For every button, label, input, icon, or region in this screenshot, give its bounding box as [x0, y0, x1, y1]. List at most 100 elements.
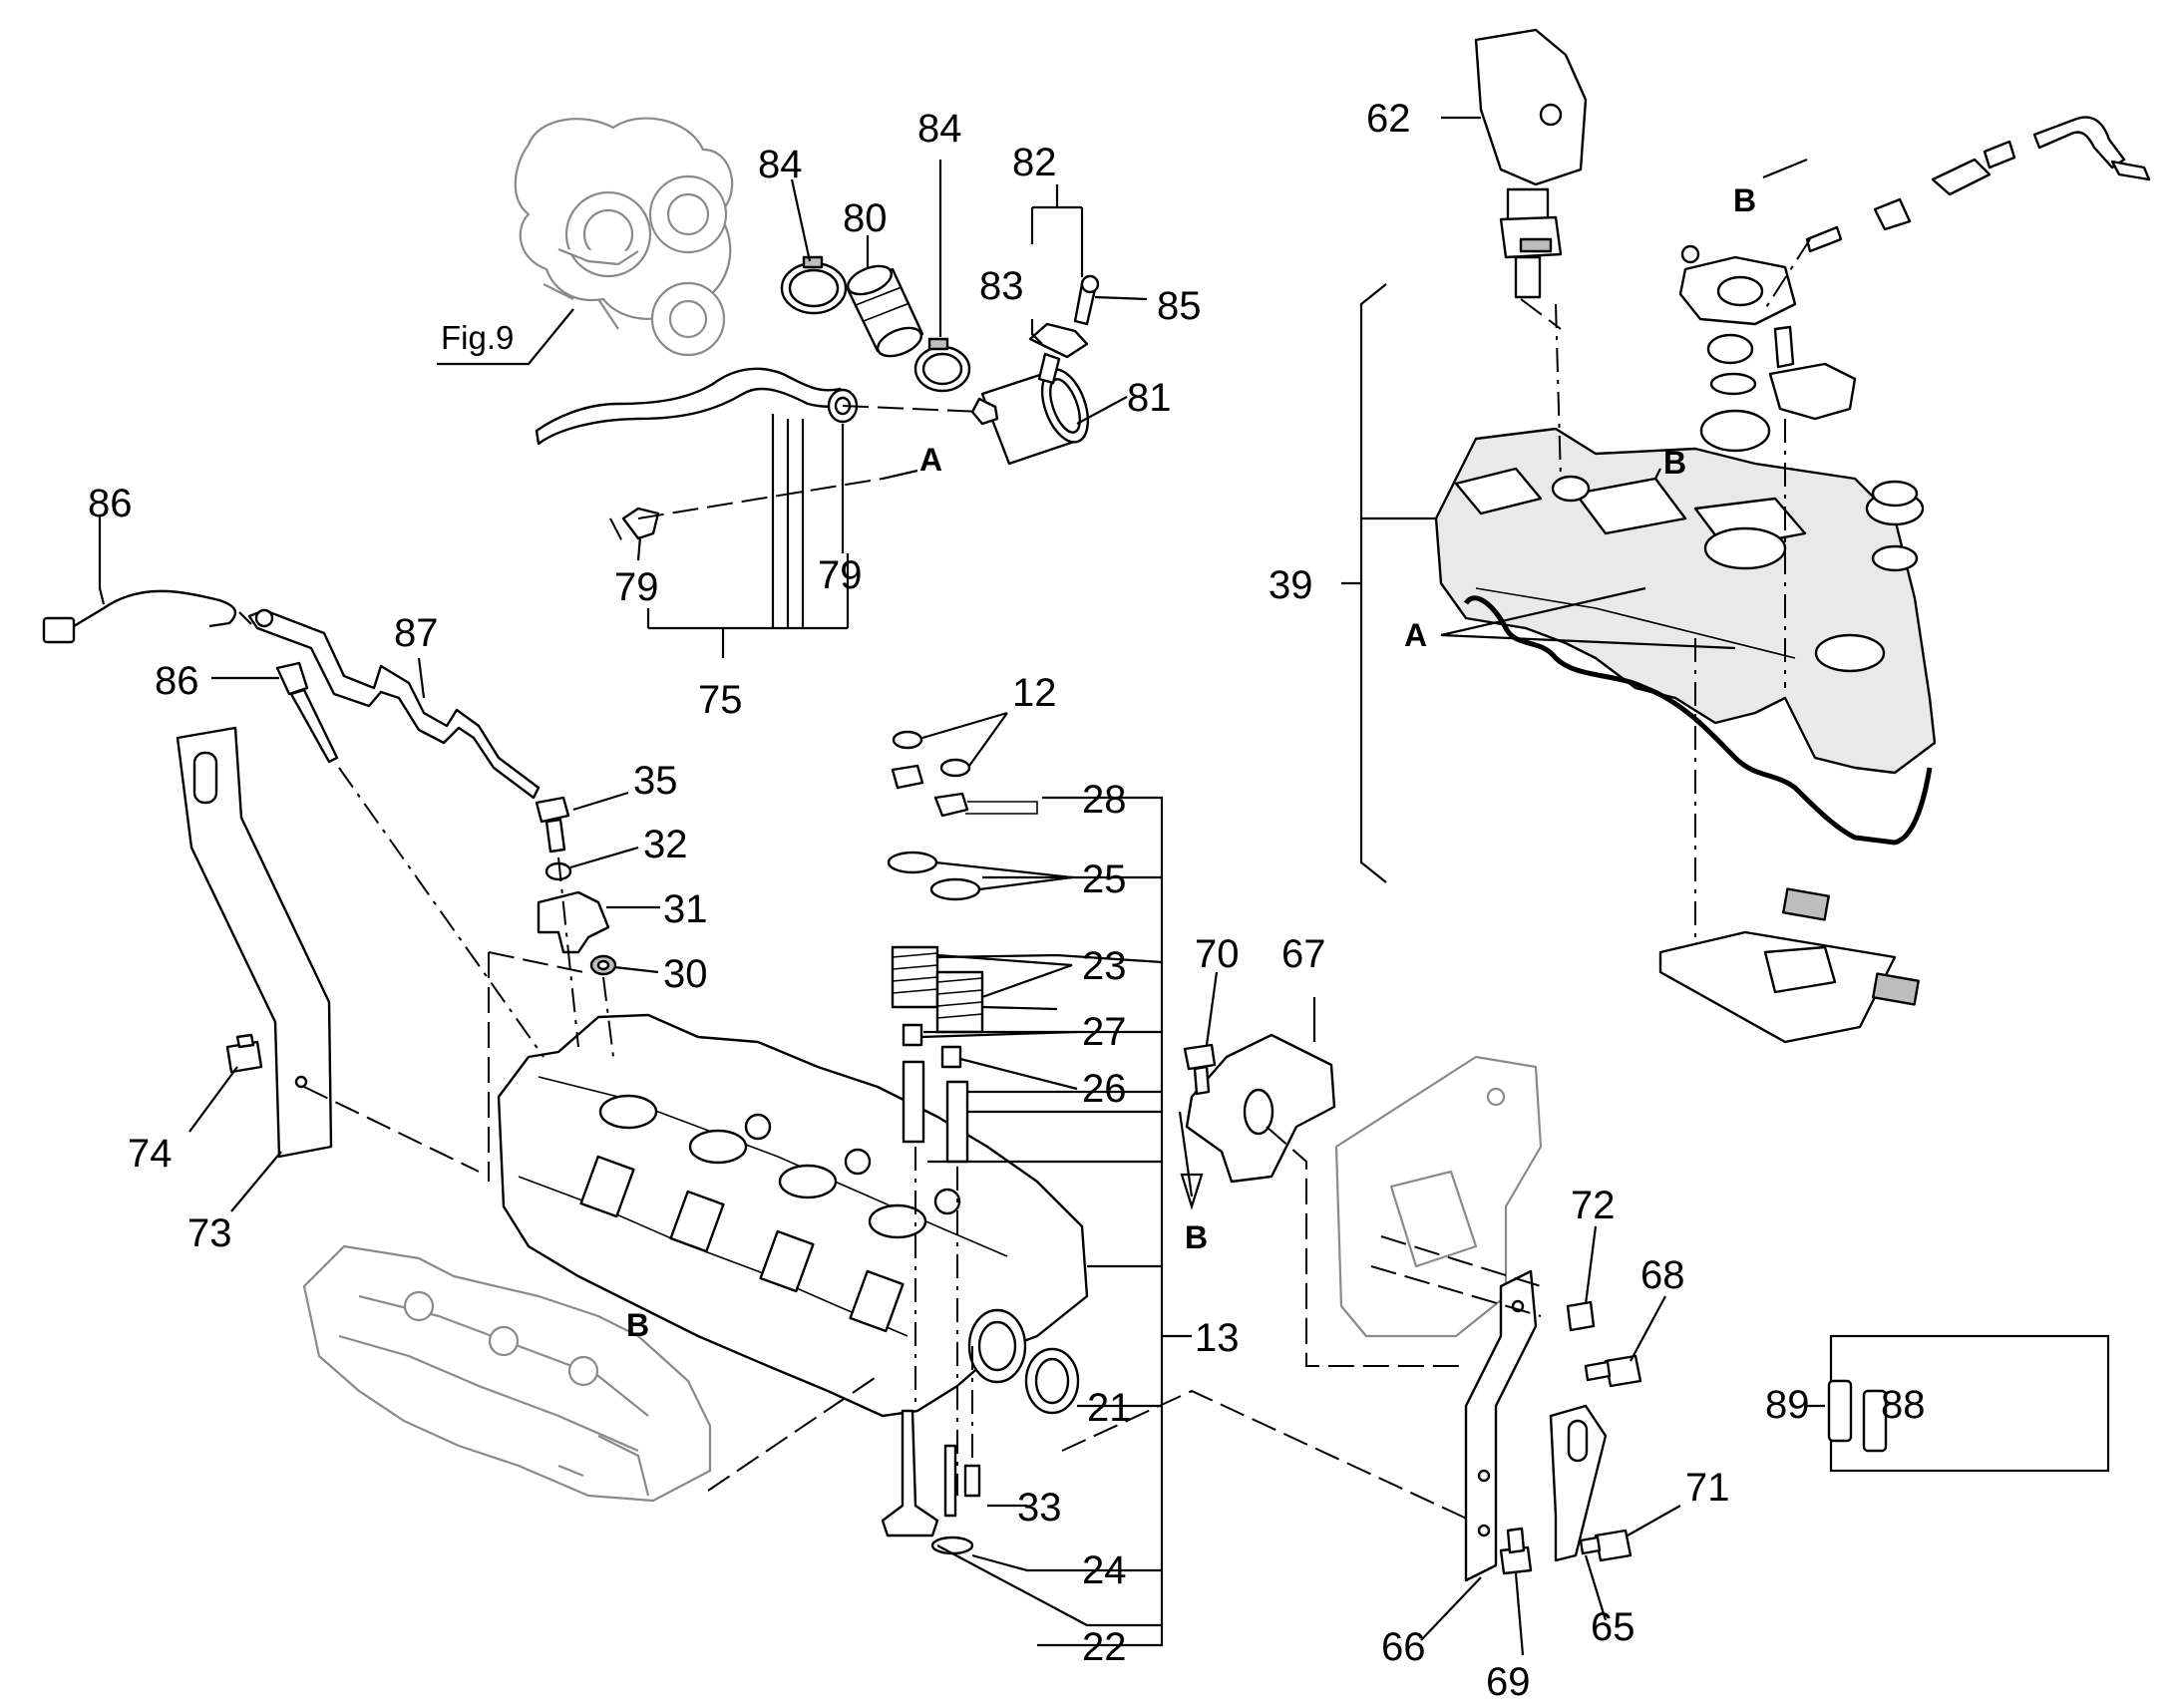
bolt-69 [1499, 1527, 1533, 1575]
label-22: 22 [1082, 1625, 1127, 1669]
label-66: 66 [1381, 1625, 1426, 1669]
label-87: 87 [394, 611, 439, 655]
marker-a-hose: A [919, 442, 942, 478]
label-83: 83 [979, 264, 1024, 308]
seal-21 [1024, 1347, 1080, 1415]
hose-clamp-84-right [913, 337, 971, 393]
hose-clamp-84-left [780, 255, 848, 315]
valve-spring-23-right [935, 970, 984, 1034]
label-80: 80 [843, 196, 888, 240]
valve-guide-26 [902, 1045, 969, 1164]
rocker-bridge-31 [537, 890, 610, 954]
label-70: 70 [1195, 932, 1240, 976]
valve-spring-23-left [891, 945, 939, 1009]
intake-manifold-ghost [302, 1244, 712, 1503]
label-23: 23 [1082, 944, 1127, 988]
valve-keepers-12 [892, 730, 971, 778]
label-35: 35 [633, 759, 678, 803]
bolt-74 [225, 1033, 263, 1074]
label-81: 81 [1127, 376, 1172, 420]
label-21: 21 [1087, 1386, 1132, 1430]
reference-markers: A B A B B B [626, 182, 1756, 1343]
label-68: 68 [1640, 1253, 1685, 1297]
part-labels: 84 84 80 82 83 85 81 79 79 75 86 86 87 3… [88, 97, 1926, 1704]
marker-b-top: B [1733, 182, 1756, 218]
oil-filler-cap [1865, 480, 1925, 572]
glow-plug-86 [275, 661, 339, 764]
label-75: 75 [698, 678, 743, 722]
oil-separator-plate [1658, 887, 1920, 1044]
label-13: 13 [1195, 1316, 1240, 1360]
valve-seal-27 [902, 1023, 923, 1047]
label-27: 27 [1082, 1010, 1127, 1054]
connector-lines [303, 238, 1811, 1522]
label-33: 33 [1017, 1486, 1062, 1530]
figure-reference: Fig.9 [437, 308, 574, 366]
connector-bus-87 [247, 608, 541, 800]
label-62: 62 [1366, 97, 1411, 141]
sensor-under-62 [1499, 187, 1563, 299]
hose-assembly-75 [535, 367, 859, 540]
marker-b-bracket: B [1185, 1219, 1208, 1255]
label-32: 32 [643, 823, 688, 866]
label-30: 30 [663, 952, 708, 996]
label-79-left: 79 [614, 565, 659, 609]
label-73: 73 [187, 1211, 232, 1255]
label-85: 85 [1157, 284, 1202, 328]
label-26: 26 [1082, 1067, 1127, 1111]
dowel-33 [963, 1464, 981, 1498]
spring-seat-25 [887, 851, 981, 901]
cylinder-head-13 [497, 1013, 1089, 1418]
marker-b-cover: B [1663, 445, 1686, 481]
hose-sleeve-80 [846, 264, 924, 358]
bolt-35 [535, 796, 570, 854]
label-67: 67 [1281, 932, 1326, 976]
bolt-68 [1584, 1354, 1642, 1388]
breather-assembly [1678, 244, 1797, 453]
bracket-65 [1549, 1404, 1608, 1562]
label-88: 88 [1881, 1383, 1926, 1427]
label-86-lower: 86 [155, 659, 199, 703]
label-12: 12 [1012, 671, 1057, 715]
bolt-71 [1579, 1529, 1633, 1562]
label-24: 24 [1082, 1548, 1127, 1592]
turbocharger-ghost [514, 117, 734, 357]
label-79-right: 79 [818, 553, 863, 597]
label-71: 71 [1685, 1466, 1730, 1510]
nut-72 [1566, 1300, 1596, 1332]
valve-cover-39 [1434, 427, 1937, 775]
label-25: 25 [1082, 857, 1127, 901]
label-39: 39 [1269, 563, 1313, 607]
mounting-plate-66 [1464, 1269, 1538, 1582]
valve-22 [881, 1409, 939, 1537]
oil-level-sensor [1768, 325, 1857, 421]
breather-hose-b [1805, 116, 2151, 253]
washer-30 [589, 954, 617, 976]
front-bracket-ghost [1334, 1055, 1543, 1338]
leader-lines [98, 116, 1880, 1656]
label-89: 89 [1765, 1383, 1810, 1427]
fig-9-label: Fig.9 [441, 319, 514, 356]
cover-gasket [1463, 595, 1933, 846]
label-69: 69 [1486, 1660, 1531, 1704]
marker-b-manifold: B [626, 1307, 649, 1343]
pipe-81-with-sensor [970, 274, 1100, 466]
valve-24 [930, 1444, 974, 1555]
label-31: 31 [663, 887, 708, 931]
lifting-bracket-73 [176, 726, 333, 1159]
label-84-right: 84 [917, 107, 962, 151]
label-82: 82 [1012, 141, 1057, 184]
label-65: 65 [1591, 1605, 1635, 1649]
bolt-70 [1183, 1043, 1217, 1096]
label-72: 72 [1571, 1184, 1616, 1227]
label-86-top: 86 [88, 482, 133, 525]
bracket-67 [1185, 1033, 1336, 1184]
marker-a-cover: A [1404, 617, 1427, 653]
keeper-clip-28 [891, 764, 1038, 818]
wire-harness-86 [42, 589, 252, 644]
cover-62 [1474, 28, 1588, 186]
label-74: 74 [128, 1132, 173, 1176]
label-28: 28 [1082, 778, 1127, 822]
label-84-left: 84 [758, 143, 803, 186]
